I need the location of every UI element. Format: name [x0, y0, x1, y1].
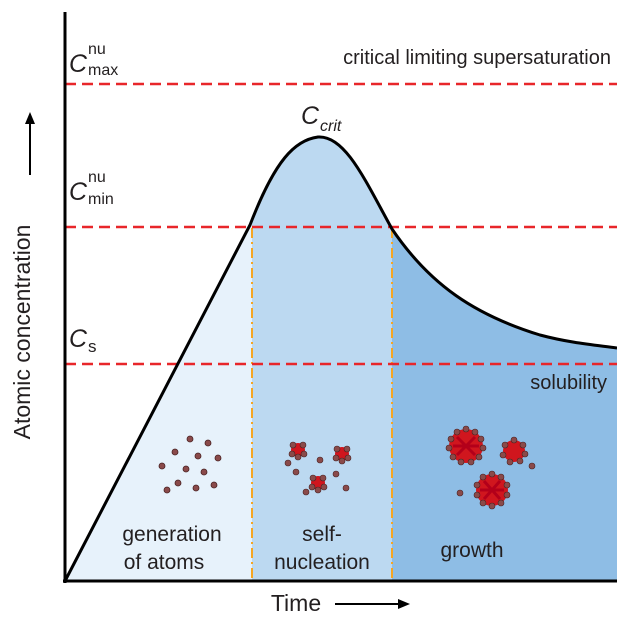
c-crit-label: C crit	[301, 102, 342, 135]
concentration-curve	[63, 135, 617, 582]
c-s-sub: s	[88, 337, 97, 356]
atoms-generation-icon	[158, 435, 222, 494]
stage-3-label: growth	[440, 539, 503, 562]
x-axis-label: Time	[271, 590, 321, 616]
x-axis-arrow-icon	[335, 599, 410, 609]
stage-1-label-line2: of atoms	[124, 551, 205, 574]
c-min-label: C nu min	[69, 169, 114, 208]
c-s-description: solubility	[530, 372, 607, 394]
y-axis-label: Atomic concentration	[9, 225, 35, 440]
c-s-symbol: C	[69, 325, 88, 353]
c-crit-sub: crit	[320, 118, 342, 135]
stage-2-label-line2: nucleation	[274, 551, 370, 574]
c-max-label: C nu max	[69, 41, 118, 79]
particle-large-1	[445, 425, 487, 466]
c-min-sub: min	[88, 191, 114, 208]
y-axis-arrow-icon	[25, 112, 35, 175]
c-max-description: critical limiting supersaturation	[343, 47, 611, 69]
c-crit-symbol: C	[301, 102, 320, 130]
stage-2-fill	[252, 136, 392, 582]
y-axis-title: Atomic concentration	[9, 225, 35, 440]
c-min-sup: nu	[88, 169, 106, 186]
stage-2-label-line1: self-	[302, 523, 342, 546]
c-max-sup: nu	[88, 41, 106, 58]
nucleus-small-2	[332, 445, 352, 465]
c-s-label: C s	[69, 325, 97, 356]
nucleus-small-3	[308, 474, 328, 494]
c-min-symbol: C	[69, 178, 88, 206]
c-max-sub: max	[88, 62, 118, 79]
stage-fills	[65, 136, 617, 582]
nucleus-small-1	[288, 441, 308, 461]
particle-medium	[499, 436, 529, 466]
stage-1-label-line1: generation	[122, 523, 221, 546]
nuclei-small-icon	[284, 441, 352, 496]
particle-large-2	[473, 470, 511, 510]
particles-growth-icon	[445, 425, 536, 510]
c-max-symbol: C	[69, 50, 88, 78]
